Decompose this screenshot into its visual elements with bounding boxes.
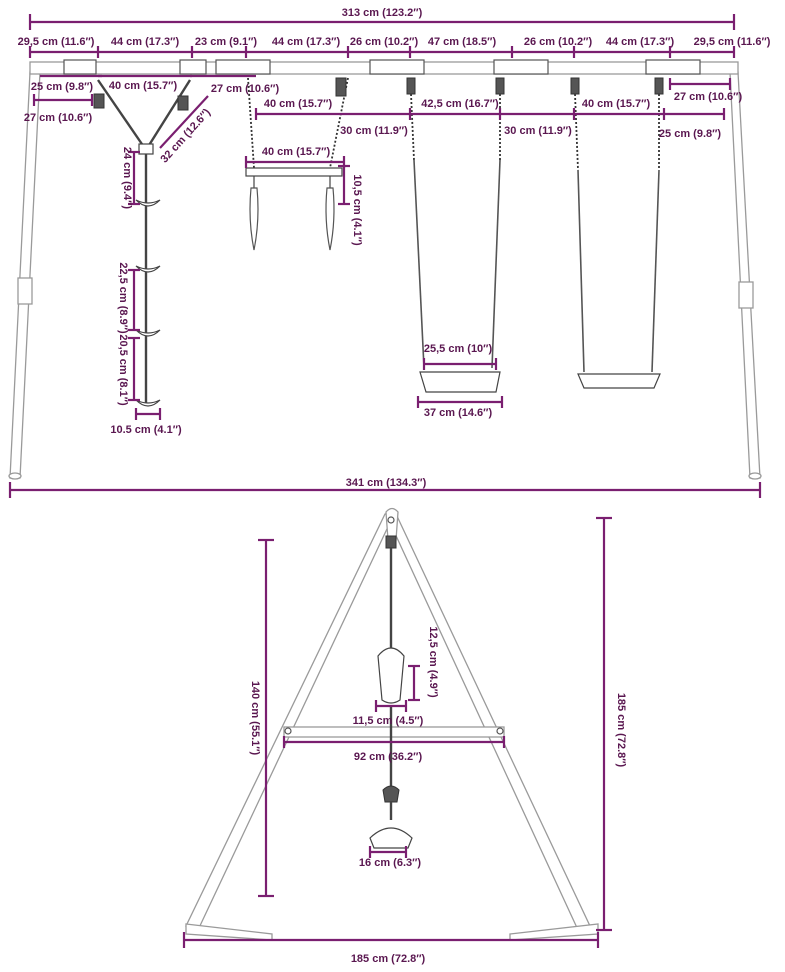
rope-ladder xyxy=(93,79,192,407)
label-side-total-height: 185 cm (72.8″) xyxy=(615,693,627,768)
label-overall-top: 313 cm (123.2″) xyxy=(342,7,423,19)
label-trapeze-offset: 27 cm (10.6″) xyxy=(211,83,280,95)
swing-seat-2 xyxy=(570,77,664,389)
trapeze-bar xyxy=(245,77,349,251)
label-trapeze-bar: 40 cm (15.7″) xyxy=(262,146,331,158)
dim-swing-2: 40 cm (15.7″) 25 cm (9.8″) 27 cm (10.6″) xyxy=(582,78,743,140)
label-top-seg-4: 44 cm (17.3″) xyxy=(272,36,341,48)
label-ladder-step-width: 10.5 cm (4.1″) xyxy=(110,424,182,436)
label-swing2-right-offset: 27 cm (10.6″) xyxy=(674,91,743,103)
label-ladder-left-offset: 27 cm (10.6″) xyxy=(24,112,93,124)
swing-seat-1 xyxy=(406,77,505,393)
label-top-seg-3: 23 cm (9.1″) xyxy=(195,36,257,48)
dim-top-segments: 29,5 cm (11.6″) 44 cm (17.3″) 23 cm (9.1… xyxy=(18,36,771,58)
label-swing1-seat-outer: 37 cm (14.6″) xyxy=(424,407,493,419)
dim-ladder: 25 cm (9.8″) 27 cm (10.6″) 40 cm (15.7″)… xyxy=(24,74,213,436)
label-side-grip-width: 11,5 cm (4.5″) xyxy=(353,715,424,727)
label-top-seg-5: 26 cm (10.2″) xyxy=(350,36,419,48)
label-top-seg-9: 29,5 cm (11.6″) xyxy=(694,36,771,48)
label-side-step-width: 16 cm (6.3″) xyxy=(359,857,421,869)
label-side-base-width: 185 cm (72.8″) xyxy=(351,953,426,965)
front-view: 313 cm (123.2″) 29,5 cm (11.6″) 44 cm (1… xyxy=(8,7,771,498)
label-ladder-step-2: 22,5 cm (8.9″) xyxy=(117,262,129,334)
label-side-grip-height: 12,5 cm (4.9″) xyxy=(427,626,439,698)
top-beam xyxy=(29,59,739,75)
side-frame xyxy=(185,507,599,941)
label-top-seg-7: 26 cm (10.2″) xyxy=(524,36,593,48)
label-trapeze-hanger: 40 cm (15.7″) xyxy=(264,98,333,110)
side-view: 185 cm (72.8″) 140 cm (55.1″) 12,5 cm (4… xyxy=(182,507,627,965)
label-overall-bottom: 341 cm (134.3″) xyxy=(346,477,427,489)
label-ladder-hanger: 40 cm (15.7″) xyxy=(109,80,178,92)
label-swing1-seat-inner: 25,5 cm (10″) xyxy=(424,343,493,355)
label-swing1-chain: 30 cm (11.9″) xyxy=(504,125,572,137)
label-side-crossbar-height: 140 cm (55.1″) xyxy=(249,681,261,756)
label-top-seg-6: 47 cm (18.5″) xyxy=(428,36,497,48)
label-top-seg-1: 29,5 cm (11.6″) xyxy=(18,36,95,48)
dim-overall-bottom: 341 cm (134.3″) xyxy=(8,477,762,498)
label-ladder-step-3: 20,5 cm (8.1″) xyxy=(117,334,129,406)
label-swing2-hanger: 40 cm (15.7″) xyxy=(582,98,651,110)
label-top-seg-8: 44 cm (17.3″) xyxy=(606,36,675,48)
label-swing2-offset: 25 cm (9.8″) xyxy=(659,128,721,140)
dim-swing-1: 42,5 cm (16.7″) 30 cm (11.9″) 25,5 cm (1… xyxy=(416,98,572,419)
label-trapeze-chain: 30 cm (11.9″) xyxy=(340,125,408,137)
dim-trapeze: 27 cm (10.6″) 40 cm (15.7″) 30 cm (11.9″… xyxy=(190,74,726,246)
label-top-seg-2: 44 cm (17.3″) xyxy=(111,36,180,48)
label-swing1-hanger: 42,5 cm (16.7″) xyxy=(421,98,499,110)
label-ladder-top-offset: 25 cm (9.8″) xyxy=(31,81,93,93)
label-trapeze-ring: 10,5 cm (4.1″) xyxy=(351,174,363,246)
dim-side: 185 cm (72.8″) 140 cm (55.1″) 12,5 cm (4… xyxy=(182,516,627,965)
label-ladder-step-1: 24 cm (9.4″) xyxy=(121,147,133,209)
dim-overall-top: 313 cm (123.2″) xyxy=(28,7,736,30)
frame-legs xyxy=(8,71,762,480)
side-rope xyxy=(369,535,413,849)
label-side-crossbar-width: 92 cm (36.2″) xyxy=(354,751,423,763)
